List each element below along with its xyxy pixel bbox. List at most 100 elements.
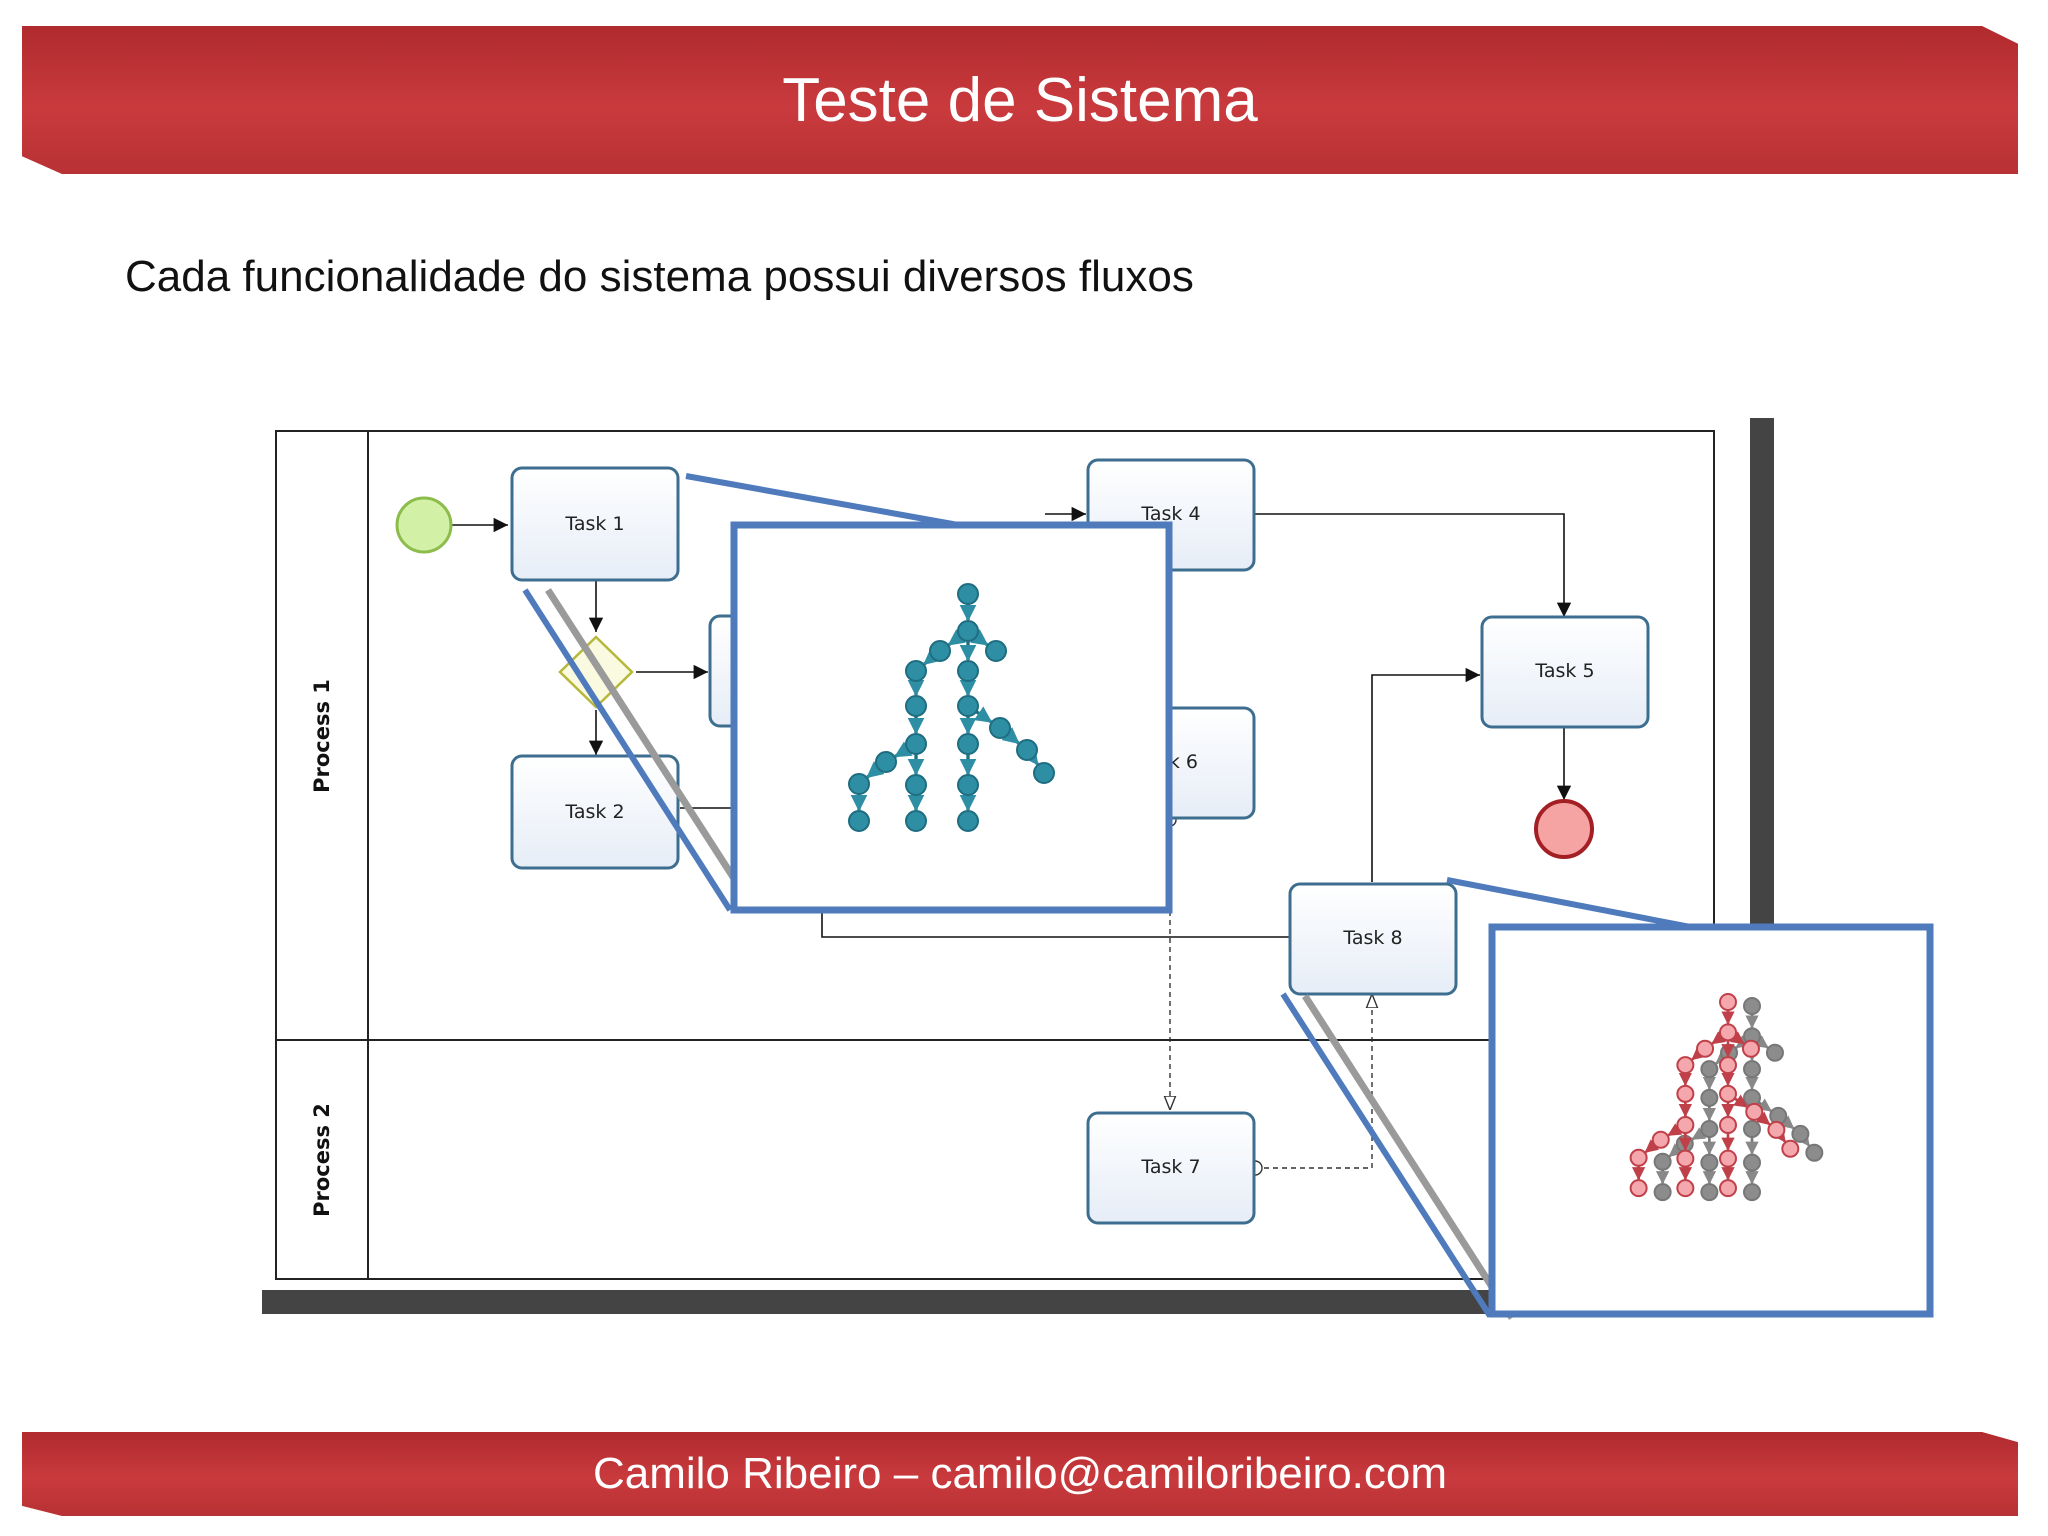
tree-red-node-13 bbox=[1676, 1149, 1695, 1168]
zoom-callout-1 bbox=[522, 473, 1173, 914]
title-banner: Teste de Sistema bbox=[22, 26, 2018, 174]
tree-teal-node-4 bbox=[905, 660, 927, 682]
tree-red-node-17 bbox=[1676, 1179, 1695, 1198]
tree-red-node-10 bbox=[1719, 1116, 1737, 1134]
tree-gray-node-4 bbox=[1700, 1060, 1719, 1079]
task-1-label: Task 1 bbox=[564, 513, 624, 535]
tree-gray-node-14 bbox=[1743, 1153, 1761, 1172]
task-5: Task 5 bbox=[1480, 615, 1650, 729]
tree-red-edge-3 bbox=[1691, 1046, 1706, 1061]
footer-text: Camilo Ribeiro – camilo@camiloribeiro.co… bbox=[592, 1449, 1448, 1498]
task-5-label: Task 5 bbox=[1534, 660, 1594, 682]
tree-teal-node-9 bbox=[905, 733, 927, 755]
task-4-label: Task 4 bbox=[1140, 503, 1200, 525]
tree-red-node-12 bbox=[1651, 1130, 1670, 1149]
tree-red-node-9 bbox=[1676, 1116, 1695, 1134]
tree-gray-edge-11 bbox=[1691, 1127, 1707, 1141]
tree-teal-node-8 bbox=[989, 717, 1011, 739]
task-7-label: Task 7 bbox=[1140, 1156, 1200, 1178]
task-2: Task 2 bbox=[510, 754, 680, 870]
tree-teal-edge-10 bbox=[1001, 727, 1020, 745]
tree-red-edge-11 bbox=[1667, 1123, 1683, 1137]
tree-gray-edge-15 bbox=[1668, 1143, 1684, 1158]
tree-gray-node-5 bbox=[1743, 1060, 1761, 1079]
tree-teal-node-1 bbox=[957, 620, 979, 642]
tree-gray-node-13 bbox=[1700, 1153, 1719, 1172]
tree-gray-node-6 bbox=[1700, 1088, 1719, 1107]
tree-red-node-19 bbox=[1629, 1179, 1648, 1198]
task-7: Task 7 bbox=[1086, 1111, 1256, 1225]
tree-gray-edge-10 bbox=[1779, 1115, 1795, 1130]
tree-teal-edge-15 bbox=[866, 761, 885, 779]
tree-teal-edge-7 bbox=[973, 706, 993, 724]
footer-banner: Camilo Ribeiro – camilo@camiloribeiro.co… bbox=[22, 1432, 2018, 1516]
tree-gray-node-17 bbox=[1700, 1183, 1719, 1202]
tree-teal-node-6 bbox=[905, 695, 927, 717]
task-8-label: Task 8 bbox=[1342, 927, 1402, 949]
tree-red-node-11 bbox=[1767, 1120, 1786, 1139]
tree-teal-node-18 bbox=[957, 810, 979, 832]
tree-teal-node-5 bbox=[957, 660, 979, 682]
tree-red-node-3 bbox=[1741, 1039, 1760, 1058]
tree-teal-edge-3 bbox=[923, 647, 942, 666]
tree-teal-node-15 bbox=[1033, 762, 1055, 784]
start-event bbox=[395, 496, 453, 554]
tree-teal-node-10 bbox=[957, 733, 979, 755]
tree-teal-node-3 bbox=[985, 640, 1007, 662]
tree-gray-edge-7 bbox=[1757, 1098, 1772, 1112]
tree-red-node-5 bbox=[1719, 1056, 1737, 1075]
task-8: Task 8 bbox=[1288, 882, 1458, 996]
tree-gray-node-3 bbox=[1765, 1043, 1784, 1062]
tree-teal-node-19 bbox=[848, 810, 870, 832]
lane-label-process-2: Process 2 bbox=[310, 1103, 334, 1217]
tree-teal-edge-11 bbox=[894, 741, 913, 758]
tree-red-edge-14 bbox=[1772, 1127, 1787, 1143]
tree-gray-node-16 bbox=[1653, 1152, 1672, 1171]
slide-subtitle: Cada funcionalidade do sistema possui di… bbox=[125, 252, 1194, 301]
lane-label-process-1: Process 1 bbox=[310, 679, 334, 793]
tree-red-node-18 bbox=[1719, 1179, 1737, 1198]
task-1: Task 1 bbox=[510, 466, 680, 582]
tree-red-node-2 bbox=[1696, 1039, 1715, 1058]
zoom-frame-1 bbox=[730, 521, 1173, 914]
tree-teal-node-7 bbox=[957, 695, 979, 717]
tree-red-edge-15 bbox=[1644, 1139, 1660, 1154]
tree-red-edge-10 bbox=[1755, 1111, 1771, 1126]
tree-gray-node-18 bbox=[1743, 1183, 1761, 1202]
end-event bbox=[1534, 799, 1594, 859]
tree-teal-node-14 bbox=[957, 774, 979, 796]
tree-teal-node-11 bbox=[1016, 739, 1038, 761]
task-2-label: Task 2 bbox=[564, 801, 624, 823]
tree-red-node-1 bbox=[1719, 1023, 1737, 1042]
tree-red-edge-2 bbox=[1729, 1031, 1745, 1045]
tree-red-node-0 bbox=[1719, 993, 1737, 1011]
tree-gray-edge-14 bbox=[1796, 1131, 1811, 1147]
tree-teal-node-17 bbox=[905, 810, 927, 832]
tree-red-node-4 bbox=[1676, 1056, 1695, 1075]
tree-teal-edge-14 bbox=[1021, 747, 1039, 766]
tree-teal-node-2 bbox=[929, 640, 951, 662]
tree-red-node-16 bbox=[1629, 1148, 1648, 1167]
tree-teal-node-16 bbox=[848, 773, 870, 795]
tree-red-edge-7 bbox=[1733, 1094, 1748, 1108]
tree-teal-node-0 bbox=[957, 583, 979, 605]
flow-tree-teal bbox=[848, 583, 1055, 832]
tree-red-node-7 bbox=[1719, 1084, 1737, 1103]
tree-gray-node-19 bbox=[1653, 1183, 1672, 1202]
tree-teal-edge-1 bbox=[947, 629, 967, 646]
tree-red-node-15 bbox=[1781, 1139, 1800, 1158]
tree-red-node-14 bbox=[1719, 1149, 1737, 1168]
tree-gray-node-11 bbox=[1791, 1124, 1810, 1143]
slide-title: Teste de Sistema bbox=[782, 65, 1258, 135]
tree-teal-edge-2 bbox=[969, 629, 989, 646]
tree-gray-node-0 bbox=[1743, 997, 1761, 1015]
flow-tree-red bbox=[1629, 993, 1800, 1198]
task-6-label: k 6 bbox=[1169, 751, 1198, 773]
tree-gray-edge-2 bbox=[1753, 1035, 1769, 1049]
tree-gray-node-9 bbox=[1700, 1120, 1719, 1138]
tree-gray-node-15 bbox=[1805, 1143, 1824, 1162]
tree-teal-node-13 bbox=[905, 774, 927, 796]
tree-gray-node-10 bbox=[1743, 1120, 1761, 1138]
tree-red-node-6 bbox=[1676, 1084, 1695, 1103]
